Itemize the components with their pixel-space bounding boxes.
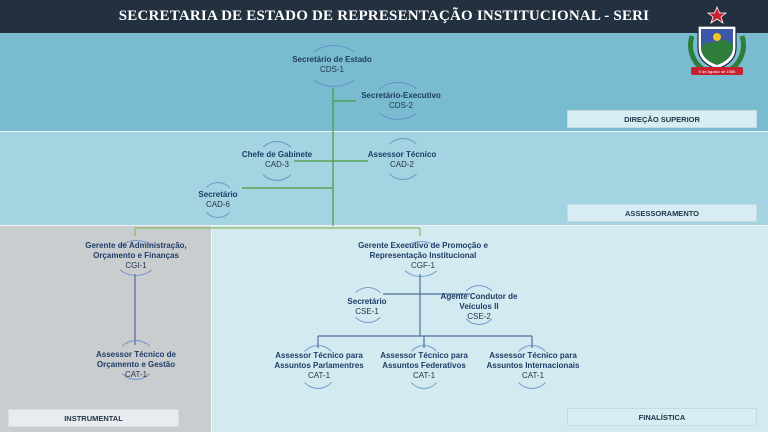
node-title: Assessor Técnico xyxy=(367,150,437,159)
node-title-line2: Veículos II xyxy=(459,302,499,311)
node-title: Assessor Técnico para xyxy=(489,351,577,360)
node-arc xyxy=(116,340,156,380)
node-title-line2: Orçamento e Finanças xyxy=(93,251,179,260)
node-code: CAD-6 xyxy=(205,200,230,209)
node-title: Assessor Técnico para xyxy=(380,351,468,360)
section-instrumental xyxy=(0,225,212,432)
node-assessor-parlamentres: Assessor Técnico para Assuntos Parlament… xyxy=(264,351,374,381)
node-code: CAT-1 xyxy=(521,371,545,380)
node-title: Secretário xyxy=(347,297,387,306)
section-label-assessoramento: ASSESSORAMENTO xyxy=(567,204,757,222)
node-title: Gerente de Administração, xyxy=(85,241,187,250)
node-agente-condutor: Agente Condutor de Veículos II CSE-2 xyxy=(432,292,526,322)
node-arc xyxy=(114,240,158,276)
node-arc xyxy=(373,82,423,120)
node-code: CSE-2 xyxy=(467,312,491,321)
node-gerente-administracao: Gerente de Administração, Orçamento e Fi… xyxy=(65,241,207,271)
crest-motto: 5 de Agosto de 1585 xyxy=(699,69,736,74)
node-code: CDS-1 xyxy=(319,65,344,74)
node-title: Gerente Executivo de Promoção e xyxy=(358,241,488,250)
node-code: CAD-3 xyxy=(264,160,289,169)
node-title-line2: Assuntos Internacionais xyxy=(486,361,580,370)
node-code: CGF-1 xyxy=(411,261,435,270)
node-title: Secretário de Estado xyxy=(292,55,372,64)
node-title-line2: Orçamento e Gestão xyxy=(96,360,176,369)
node-code: CAT-1 xyxy=(124,370,148,379)
node-title: Chefe de Gabinete xyxy=(241,150,313,159)
state-crest-logo: 5 de Agosto de 1585 xyxy=(688,6,746,75)
node-arc xyxy=(298,345,338,389)
node-code: CDS-2 xyxy=(388,101,413,110)
node-arc xyxy=(399,241,443,277)
node-arc xyxy=(350,287,386,323)
node-secretario-executivo: Secretário-Executivo CDS-2 xyxy=(340,91,462,111)
section-finalistica xyxy=(212,225,768,432)
node-secretario-cse1: Secretário CSE-1 xyxy=(334,297,400,317)
node-secretario-estado: Secretário de Estado CDS-1 xyxy=(268,55,396,75)
node-title: Assessor Técnico de xyxy=(95,350,177,359)
node-secretario-cad6: Secretário CAD-6 xyxy=(176,190,260,210)
node-chefe-gabinete: Chefe de Gabinete CAD-3 xyxy=(221,150,333,170)
node-code: CAT-1 xyxy=(307,371,331,380)
header-bar: SECRETARIA DE ESTADO DE REPRESENTAÇÃO IN… xyxy=(0,0,768,33)
node-code: CAT-1 xyxy=(412,371,436,380)
node-code: CGI-1 xyxy=(125,261,147,270)
node-arc xyxy=(306,45,362,87)
node-title-line2: Assuntos Parlamentres xyxy=(274,361,364,370)
node-title: Agente Condutor de xyxy=(440,292,518,301)
section-label-direcao: DIREÇÃO SUPERIOR xyxy=(567,110,757,128)
section-label-instrumental: INSTRUMENTAL xyxy=(8,409,179,427)
node-arc xyxy=(383,138,423,180)
node-arc xyxy=(460,285,498,325)
node-code: CSE-1 xyxy=(355,307,379,316)
node-arc xyxy=(405,345,443,389)
node-assessor-tecnico: Assessor Técnico CAD-2 xyxy=(351,150,453,170)
node-title: Secretário xyxy=(198,190,238,199)
node-assessor-federativos: Assessor Técnico para Assuntos Federativ… xyxy=(370,351,478,381)
node-arc xyxy=(257,141,297,181)
node-assessor-internacionais: Assessor Técnico para Assuntos Internaci… xyxy=(476,351,590,381)
node-code: CAD-2 xyxy=(389,160,414,169)
node-title: Assessor Técnico para xyxy=(275,351,363,360)
node-title-line2: Representação Institucional xyxy=(369,251,477,260)
node-title: Secretário-Executivo xyxy=(361,91,441,100)
page-title: SECRETARIA DE ESTADO DE REPRESENTAÇÃO IN… xyxy=(118,8,650,24)
section-label-finalistica: FINALÍSTICA xyxy=(567,408,757,426)
node-arc xyxy=(512,345,552,389)
node-arc xyxy=(201,182,235,218)
node-gerente-executivo: Gerente Executivo de Promoção e Represen… xyxy=(337,241,509,271)
node-title-line2: Assuntos Federativos xyxy=(382,361,466,370)
node-assessor-orcamento: Assessor Técnico de Orçamento e Gestão C… xyxy=(75,350,197,380)
